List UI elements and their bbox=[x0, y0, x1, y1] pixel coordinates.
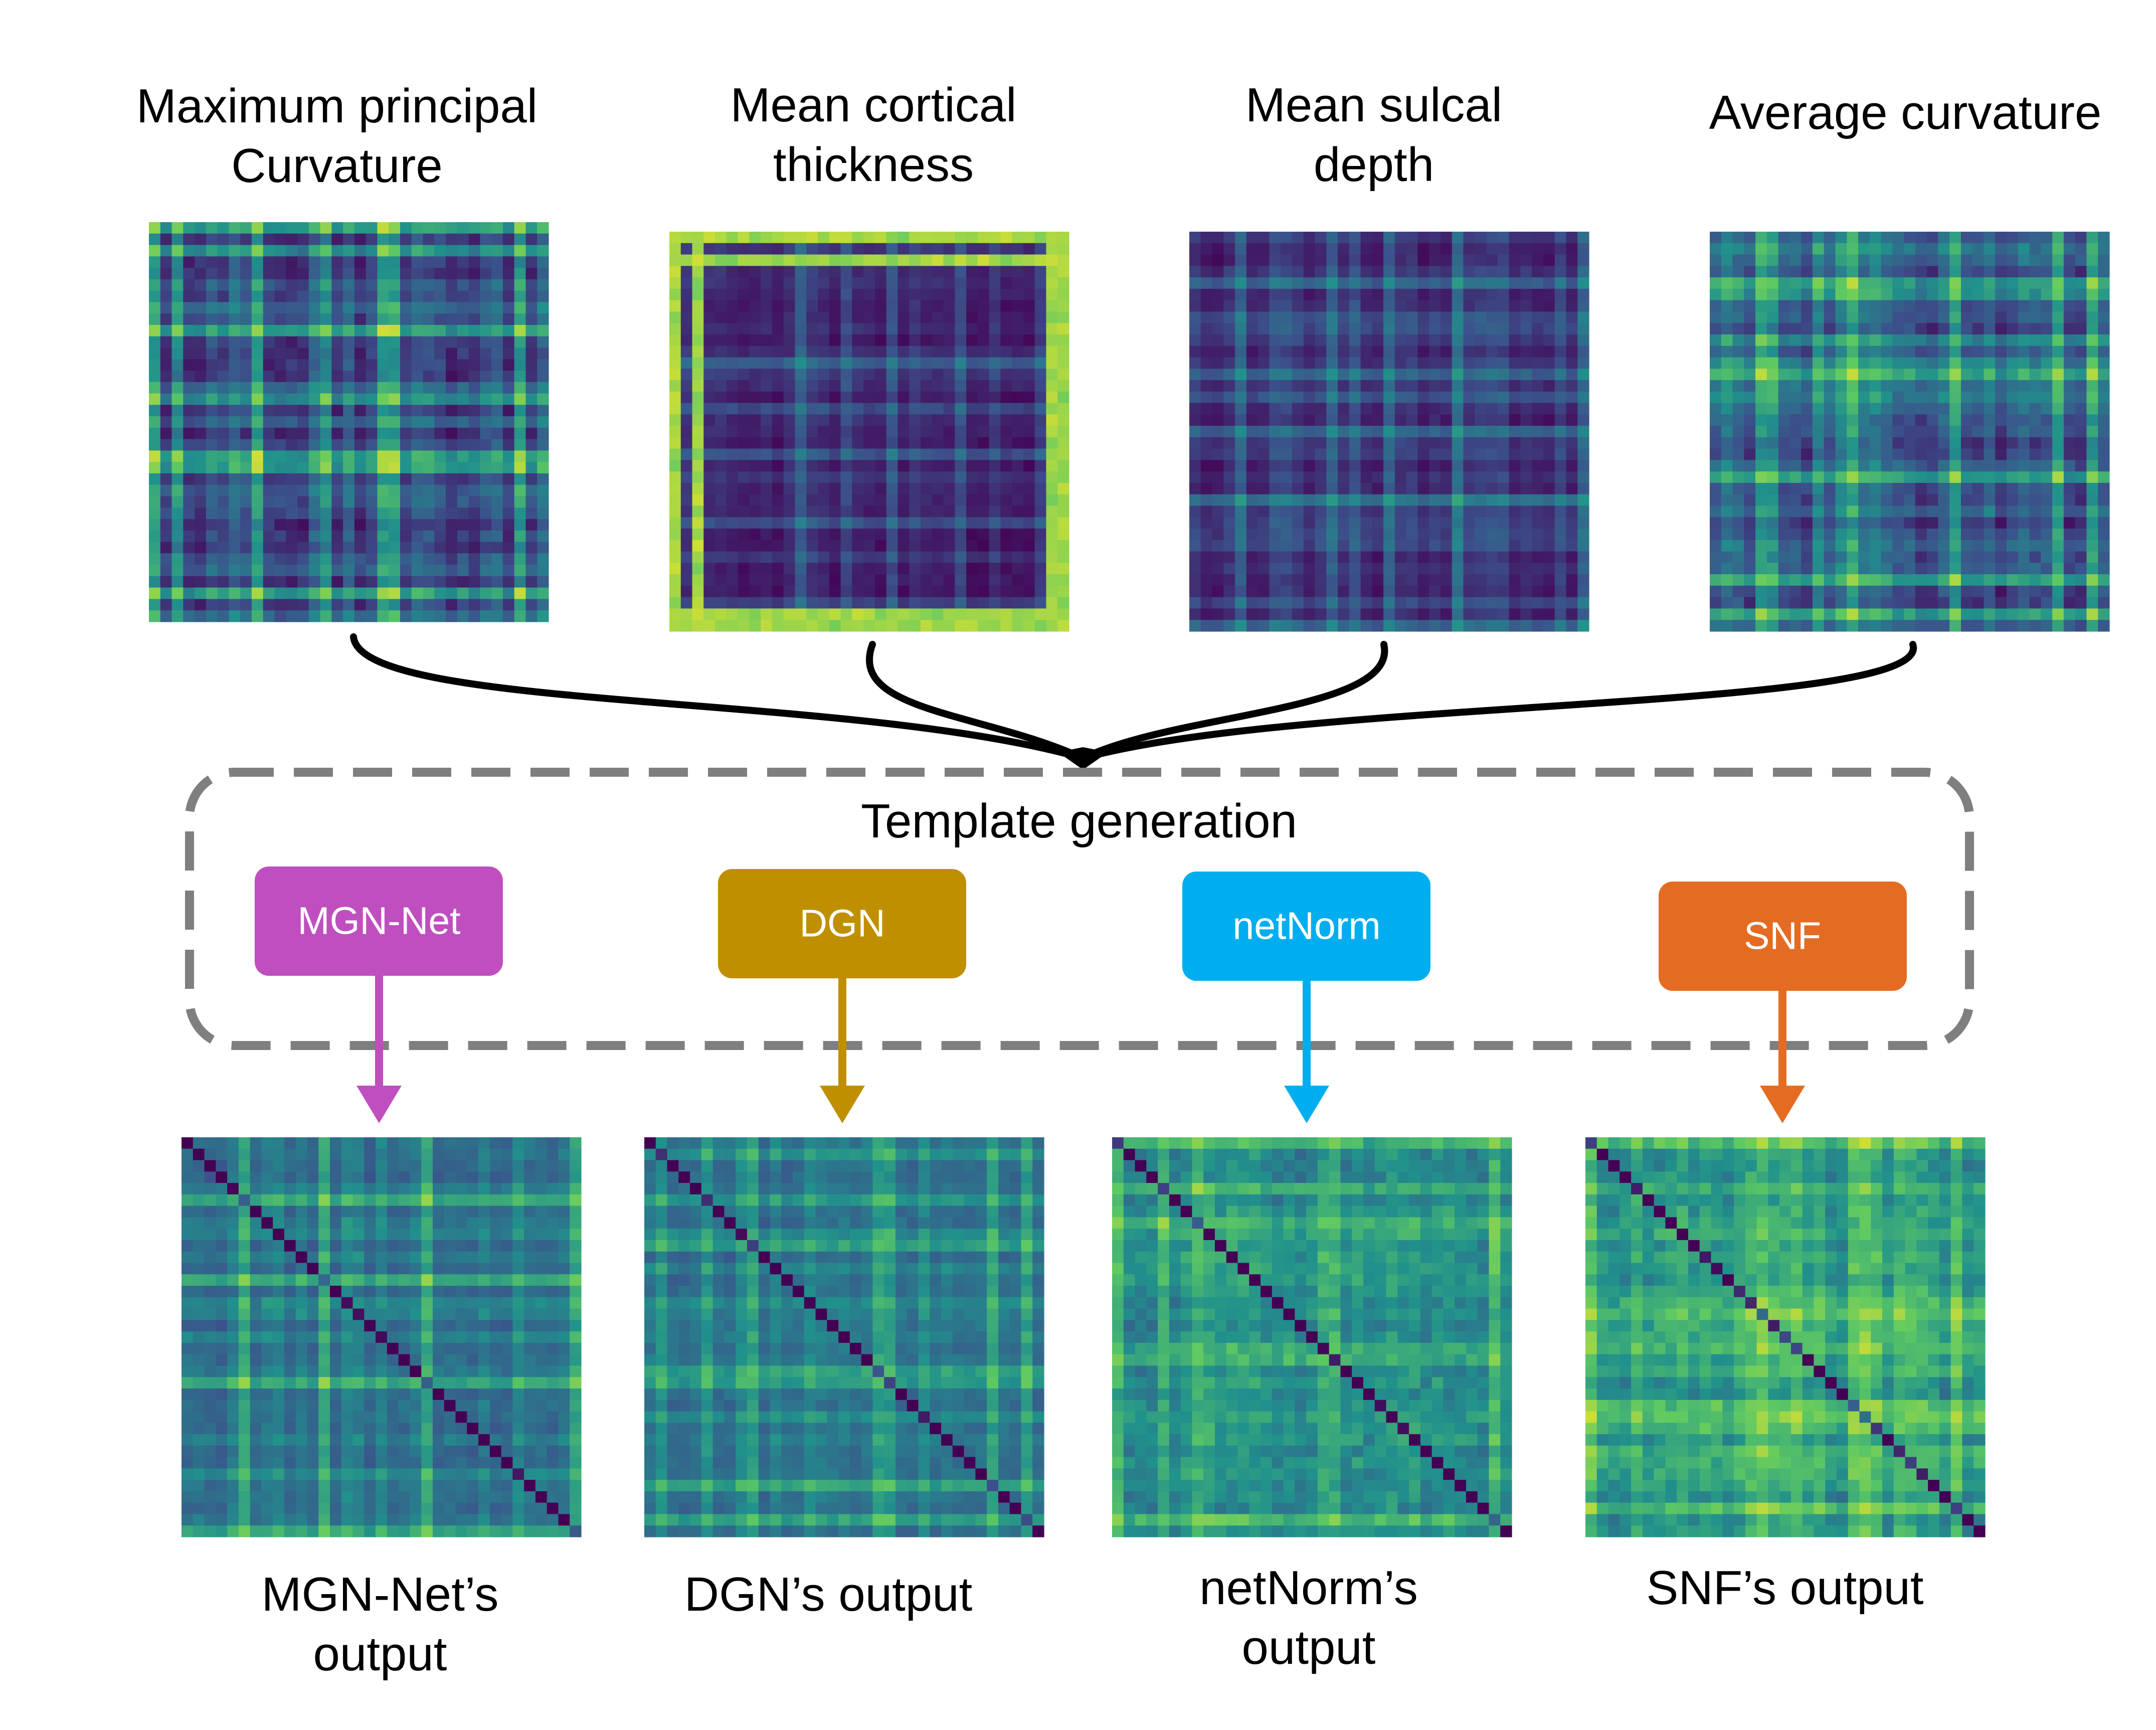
method-boxes bbox=[255, 867, 1907, 991]
method-box-mgn-net bbox=[255, 867, 503, 976]
template-dashed-border bbox=[185, 768, 1974, 1050]
matrices bbox=[149, 222, 2110, 1537]
method-arrowhead-dgn bbox=[820, 1086, 865, 1123]
method-arrowhead-mgn-net bbox=[356, 1086, 402, 1123]
connector-arrowhead bbox=[1058, 747, 1108, 770]
connector-max-principal-curvature bbox=[350, 633, 1087, 762]
connector-mean-sulcal-depth bbox=[1080, 641, 1388, 762]
output-matrix-dgn bbox=[644, 1137, 1044, 1537]
connector-average-curvature bbox=[1080, 641, 1917, 762]
method-box-snf bbox=[1659, 882, 1907, 991]
connector-mean-cortical-thickness bbox=[865, 641, 1087, 762]
input-matrix-mean-sulcal-depth bbox=[1189, 232, 1589, 632]
method-arrowhead-snf bbox=[1760, 1086, 1805, 1123]
method-arrowhead-netnorm bbox=[1284, 1086, 1329, 1123]
output-matrix-snf bbox=[1585, 1137, 1986, 1537]
output-matrix-netnorm bbox=[1112, 1137, 1512, 1537]
template-box bbox=[185, 768, 1974, 1050]
input-matrix-average-curvature bbox=[1710, 232, 2110, 632]
method-box-netnorm bbox=[1182, 872, 1430, 981]
method-arrows bbox=[356, 976, 1805, 1123]
input-matrix-max-principal-curvature bbox=[149, 222, 549, 622]
method-box-dgn bbox=[718, 869, 966, 978]
output-matrix-mgn-net bbox=[182, 1137, 582, 1537]
input-connectors bbox=[350, 633, 1917, 770]
input-matrix-mean-cortical-thickness bbox=[669, 232, 1069, 632]
